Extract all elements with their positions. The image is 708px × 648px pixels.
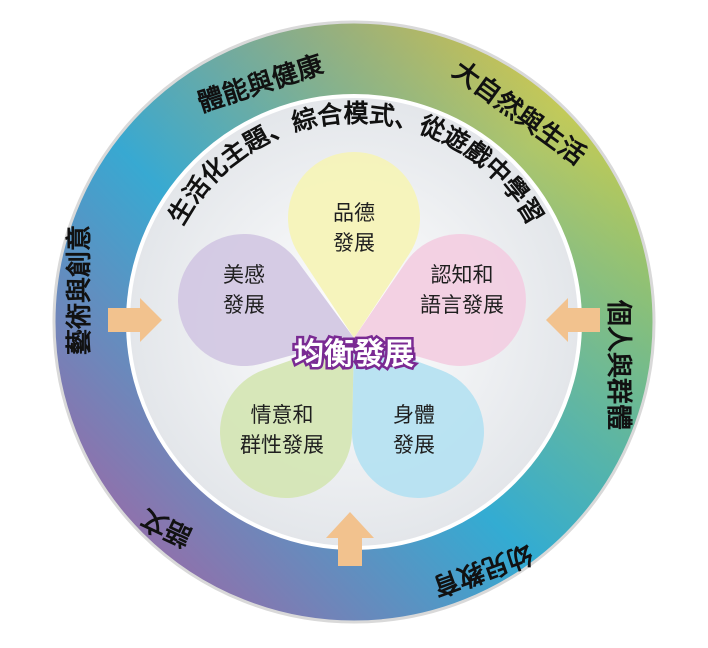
petal-label-emotion: 情意和群性發展 bbox=[240, 403, 324, 457]
petal-label-line: 身體 bbox=[393, 403, 435, 427]
petal-physical bbox=[351, 338, 484, 498]
petal-label-line: 群性發展 bbox=[240, 433, 324, 457]
petal-label-line: 語言發展 bbox=[420, 293, 504, 317]
petal-label-moral: 品德發展 bbox=[333, 201, 375, 255]
petal-label-line: 發展 bbox=[393, 433, 435, 457]
petal-label-line: 認知和 bbox=[431, 263, 494, 287]
petal-aesthetic bbox=[177, 233, 354, 366]
petal-label-line: 美感 bbox=[223, 263, 265, 287]
ring-label-self-group: 個人與群體 bbox=[603, 299, 633, 430]
petal-label-physical: 身體發展 bbox=[393, 403, 435, 457]
outer-ring-edge bbox=[52, 20, 656, 624]
ring-label-arts: 藝術與創意 bbox=[64, 225, 95, 355]
petal-emotion bbox=[220, 338, 354, 499]
center-label: 均衡發展 bbox=[294, 337, 414, 372]
petal-label-line: 發展 bbox=[333, 231, 375, 255]
arrow-bottom bbox=[326, 512, 374, 566]
petal-label-line: 情意和 bbox=[251, 403, 314, 427]
petal-cognition bbox=[354, 234, 526, 367]
petal-label-line: 發展 bbox=[223, 293, 265, 317]
arrow-left bbox=[108, 298, 162, 342]
petal-moral bbox=[288, 151, 420, 338]
petal-label-line: 品德 bbox=[333, 201, 375, 225]
petal-label-aesthetic: 美感發展 bbox=[223, 263, 265, 317]
petal-label-cognition: 認知和語言發展 bbox=[420, 263, 504, 317]
arrow-right bbox=[546, 298, 600, 342]
